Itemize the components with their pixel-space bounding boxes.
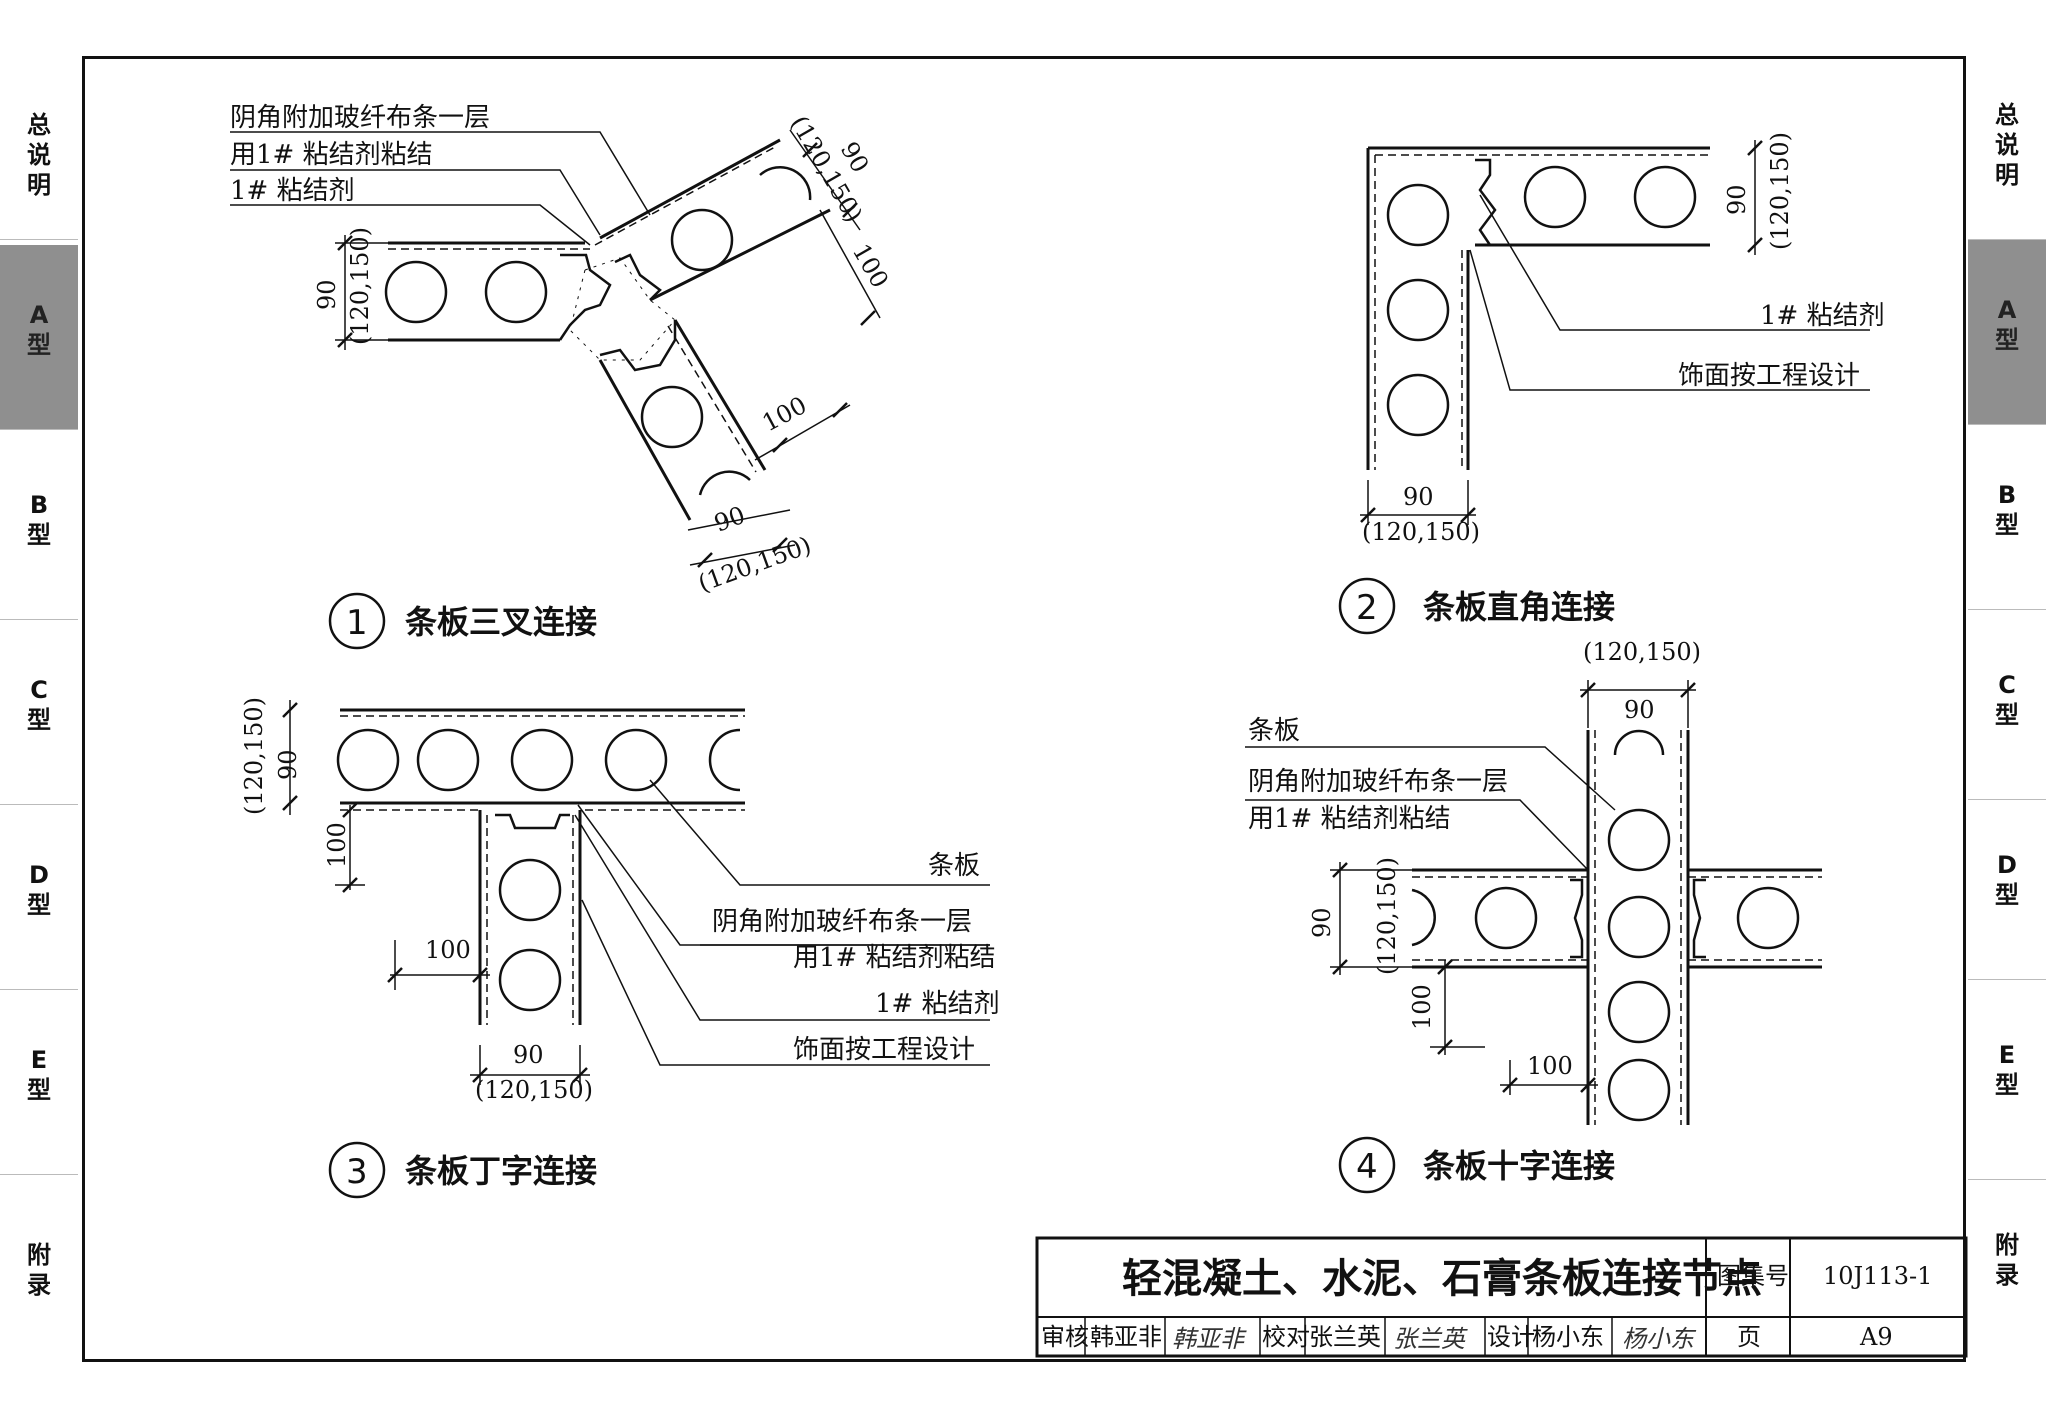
tab-appendix[interactable]: 附录 <box>27 1241 51 1299</box>
detail-2-labels: 1# 粘结剂 饰面按工程设计 90 (120,150) 90 (120,150)… <box>1338 132 1885 635</box>
d1-title: 条板三叉连接 <box>405 603 597 641</box>
detail-1-labels: 阴角附加玻纤布条一层 用1# 粘结剂粘结 1# 粘结剂 90 (120,150)… <box>230 103 894 650</box>
d3-dim-d: 100 <box>425 936 471 964</box>
d2-dim-b: (120,150) <box>1766 132 1794 250</box>
d2-number-circle <box>1338 577 1396 635</box>
designer-signature: 杨小东 <box>1622 1325 1697 1353</box>
drawing-frame <box>82 56 1966 1362</box>
tab-general[interactable]: 总说明 <box>0 80 78 240</box>
detail-2-drawing <box>1359 139 1870 525</box>
detail-4-drawing <box>1245 680 1822 1125</box>
d3-label-mesh: 阴角附加玻纤布条一层 <box>712 907 972 937</box>
d1-number-circle <box>328 592 386 650</box>
page-number: A9 <box>1859 1323 1893 1351</box>
d1-label-adhesive: 1# 粘结剂 <box>230 176 355 206</box>
d3-label-adhesive: 1# 粘结剂 <box>875 989 1000 1019</box>
title-block <box>1035 1236 1968 1358</box>
d1-dim-e: 100 <box>847 239 894 293</box>
tab-appendix[interactable]: 附录 <box>1995 1231 2019 1289</box>
d4-dim-f: 100 <box>1527 1052 1573 1080</box>
d4-label-panel: 条板 <box>1248 716 1300 746</box>
detail-4-labels: 条板 阴角附加玻纤布条一层 用1# 粘结剂粘结 (120,150) 90 90 … <box>1248 638 1701 1194</box>
d3-number: 3 <box>346 1152 368 1192</box>
d2-dim-a: 90 <box>1723 184 1751 215</box>
d4-title: 条板十字连接 <box>1423 1147 1615 1185</box>
d2-number: 2 <box>1356 588 1378 628</box>
d4-number: 4 <box>1356 1147 1378 1187</box>
atlas-label: 图集号 <box>1717 1262 1789 1290</box>
d1-dim-b: (120,150) <box>346 227 374 345</box>
d4-dim-d: (120,150) <box>1373 857 1401 975</box>
review-label: 审核 <box>1041 1323 1089 1351</box>
d1-dim-a: 90 <box>313 279 341 310</box>
d2-label-adhesive: 1# 粘结剂 <box>1760 301 1885 331</box>
d4-dim-b: 90 <box>1624 696 1655 724</box>
d4-dim-e: 100 <box>1408 984 1436 1030</box>
d3-label-bond: 用1# 粘结剂粘结 <box>793 943 996 973</box>
check-label: 校对 <box>1262 1323 1310 1351</box>
detail-3-labels: 条板 阴角附加玻纤布条一层 用1# 粘结剂粘结 1# 粘结剂 饰面按工程设计 (… <box>240 697 1000 1199</box>
design-label: 设计 <box>1487 1323 1535 1351</box>
d4-label-bond: 用1# 粘结剂粘结 <box>1248 804 1451 834</box>
d1-number: 1 <box>346 603 368 643</box>
d3-dim-c: 100 <box>323 822 351 868</box>
d4-dim-c: 90 <box>1308 907 1336 938</box>
tab-general[interactable]: 总说明 <box>1968 70 2046 240</box>
d3-dim-b: 90 <box>274 749 302 780</box>
d4-number-circle <box>1338 1136 1396 1194</box>
d1-dim-h: (120,150) <box>694 531 814 598</box>
d2-dim-c: 90 <box>1403 483 1434 511</box>
page-label: 页 <box>1737 1323 1761 1351</box>
d3-number-circle <box>328 1141 386 1199</box>
detail-3-drawing <box>281 700 990 1085</box>
d1-dim-f: 100 <box>758 391 812 437</box>
checker-name: 张兰英 <box>1309 1323 1381 1351</box>
atlas-number: 10J113-1 <box>1823 1262 1932 1290</box>
d3-label-finish: 饰面按工程设计 <box>793 1035 975 1065</box>
d3-title: 条板丁字连接 <box>405 1152 597 1190</box>
detail-1-drawing <box>230 129 881 569</box>
d3-dim-a: (120,150) <box>240 697 268 815</box>
sheet-title: 轻混凝土、水泥、石膏条板连接节点 <box>1122 1256 1762 1302</box>
d2-label-finish: 饰面按工程设计 <box>1678 361 1860 391</box>
reviewer-signature: 韩亚非 <box>1172 1325 1247 1353</box>
d1-dim-g: 90 <box>710 501 748 538</box>
d2-dim-d: (120,150) <box>1362 518 1480 546</box>
reviewer-name: 韩亚非 <box>1090 1323 1162 1351</box>
d4-label-mesh: 阴角附加玻纤布条一层 <box>1248 767 1508 797</box>
d2-title: 条板直角连接 <box>1423 588 1615 626</box>
d3-label-panel: 条板 <box>928 851 980 881</box>
d3-dim-e: 90 <box>513 1041 544 1069</box>
d3-dim-f: (120,150) <box>475 1076 593 1104</box>
checker-signature: 张兰英 <box>1393 1325 1468 1353</box>
title-block-text: 轻混凝土、水泥、石膏条板连接节点 图集号 10J113-1 审核 韩亚非 韩亚非… <box>1041 1256 1932 1353</box>
designer-name: 杨小东 <box>1532 1323 1604 1351</box>
d1-label-bond: 用1# 粘结剂粘结 <box>230 140 433 170</box>
d4-dim-a: (120,150) <box>1583 638 1701 666</box>
d1-label-mesh: 阴角附加玻纤布条一层 <box>230 103 490 133</box>
